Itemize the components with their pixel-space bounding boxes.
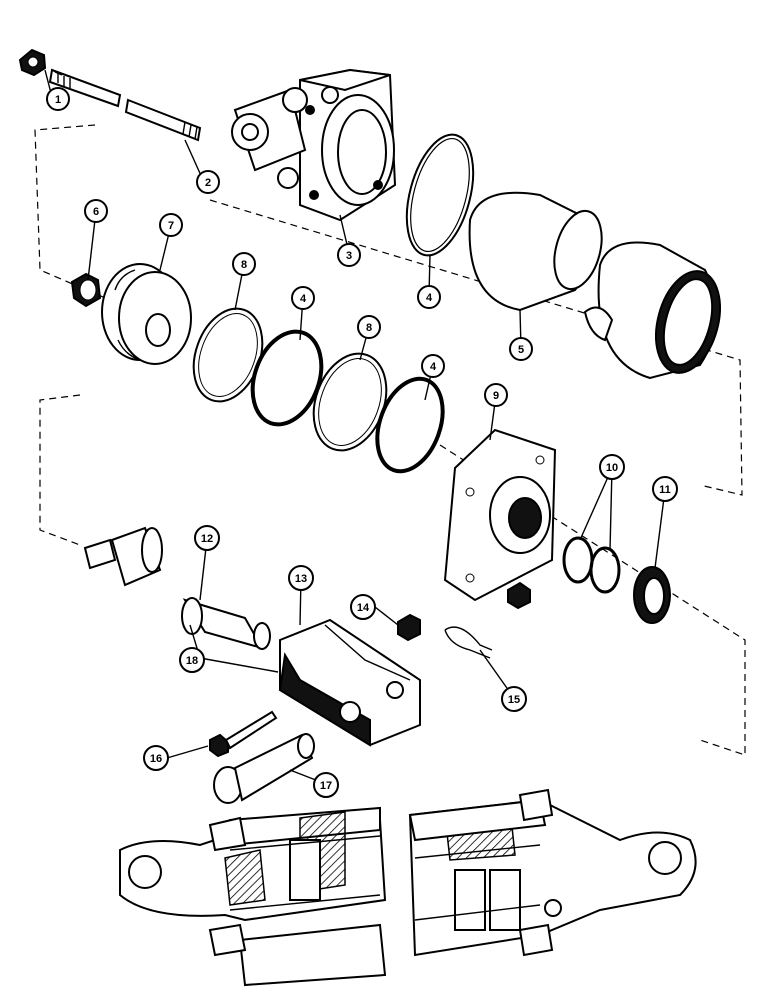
callout-8b-label: 8 (366, 322, 372, 334)
part-ring-8b (312, 352, 388, 452)
part-tie-rod-2 (48, 68, 202, 142)
callout-10: 10 (599, 454, 625, 480)
assembly-guide-upper (34, 124, 743, 496)
callout-16: 16 (143, 745, 169, 771)
callout-8a-label: 8 (241, 259, 247, 271)
callout-17-label: 17 (320, 780, 332, 792)
part-rod-end (83, 526, 163, 587)
assembled-cylinder-left (119, 806, 387, 987)
callout-4a: 4 (417, 285, 441, 309)
callout-3-label: 3 (346, 250, 352, 262)
part-piston-7 (101, 263, 192, 365)
callout-13-label: 13 (295, 573, 307, 585)
callout-4b-label: 4 (300, 293, 307, 305)
callout-1-label: 1 (55, 94, 61, 106)
callout-3: 3 (337, 243, 361, 267)
callout-4c-label: 4 (430, 361, 437, 373)
assembled-cylinder-right (408, 788, 697, 957)
part-o-ring-4b (250, 329, 324, 427)
callout-18: 18 (179, 647, 205, 673)
callout-14: 14 (350, 594, 376, 620)
callout-9: 9 (484, 383, 508, 407)
callout-8b: 8 (357, 315, 381, 339)
callout-13: 13 (288, 565, 314, 591)
part-head-3 (231, 68, 397, 222)
part-o-ring-4c (375, 376, 445, 474)
part-nut-6 (70, 272, 102, 308)
part-pin-12 (181, 597, 271, 650)
callout-5-label: 5 (518, 344, 524, 356)
callout-15: 15 (501, 686, 527, 712)
callout-6-label: 6 (93, 206, 99, 218)
part-bolt-16 (209, 710, 278, 758)
part-pin-17 (213, 733, 315, 804)
callout-12-label: 12 (201, 533, 213, 545)
small-nut (507, 581, 531, 610)
callout-4a-label: 4 (426, 292, 433, 304)
callout-6: 6 (84, 199, 108, 223)
callout-8a: 8 (232, 252, 256, 276)
part-clip-15 (444, 626, 493, 659)
callout-10-label: 10 (606, 462, 618, 474)
part-rod-guide-9 (443, 428, 557, 602)
callout-14-label: 14 (357, 602, 370, 614)
callout-18-label: 18 (186, 655, 198, 667)
callout-9-label: 9 (493, 390, 499, 402)
callout-7-label: 7 (168, 220, 174, 232)
callout-11-label: 11 (659, 484, 671, 496)
callout-16-label: 16 (150, 753, 162, 765)
part-ring-10b (589, 546, 621, 594)
callout-4b: 4 (291, 286, 315, 310)
part-nut-1 (18, 48, 47, 77)
assembly-guide-lower (39, 394, 746, 756)
callout-12: 12 (194, 525, 220, 551)
part-cylinder-tube-5 (468, 191, 721, 380)
callout-11: 11 (652, 476, 678, 502)
callout-17: 17 (313, 772, 339, 798)
part-nut-14 (397, 613, 421, 642)
callout-5: 5 (509, 337, 533, 361)
callout-1: 1 (46, 87, 70, 111)
callout-4c: 4 (421, 354, 445, 378)
part-ring-10a (562, 536, 594, 584)
part-clevis-13 (278, 618, 421, 747)
callout-2-label: 2 (205, 177, 211, 189)
callout-15-label: 15 (508, 694, 520, 706)
part-seal-11 (633, 566, 671, 624)
callout-7: 7 (159, 213, 183, 237)
callout-2: 2 (196, 170, 220, 194)
